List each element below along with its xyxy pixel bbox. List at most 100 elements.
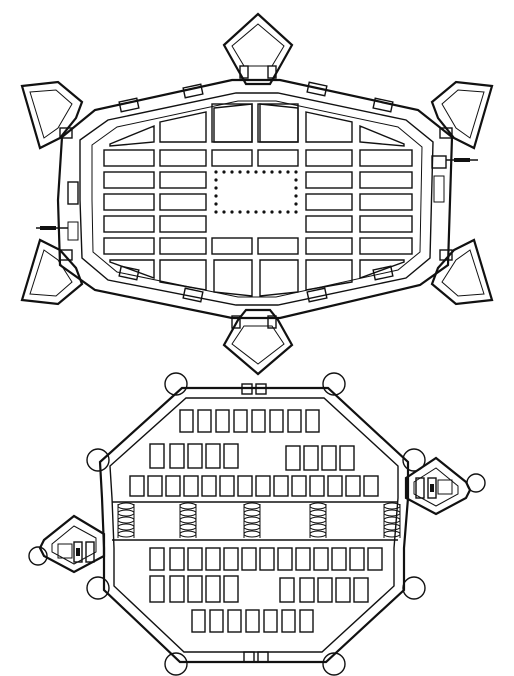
bridge-rung <box>383 523 401 531</box>
city-block <box>257 103 299 143</box>
city-block <box>233 409 248 433</box>
round-tower <box>402 576 426 600</box>
square-marker <box>286 210 290 214</box>
square-marker <box>294 186 298 190</box>
upper-outer-wall <box>56 78 454 320</box>
round-tower <box>322 372 346 396</box>
square-marker <box>254 210 258 214</box>
upper-bastion-right-top <box>430 80 494 150</box>
city-block <box>277 547 293 571</box>
city-block <box>367 547 383 571</box>
city-block <box>257 237 299 255</box>
bridge-rung <box>309 516 327 524</box>
upper-bastion-left-bottom <box>20 238 84 306</box>
city-block <box>295 547 311 571</box>
city-block <box>281 609 296 633</box>
city-block <box>257 149 299 167</box>
city-block <box>321 445 337 471</box>
city-block <box>305 215 353 233</box>
city-block <box>245 609 260 633</box>
city-block <box>201 475 217 497</box>
city-block <box>327 475 343 497</box>
city-block <box>187 443 203 469</box>
city-block <box>259 259 299 297</box>
city-block <box>273 475 289 497</box>
city-block <box>305 237 353 255</box>
square-marker <box>278 170 282 174</box>
bridge-rung <box>383 516 401 524</box>
round-tower <box>86 576 110 600</box>
square-marker <box>238 210 242 214</box>
bridge-rung <box>117 523 135 531</box>
lower-fortress-plan <box>28 372 486 676</box>
city-block <box>317 577 333 603</box>
city-block <box>291 475 307 497</box>
city-block <box>159 171 207 189</box>
city-block <box>223 575 239 603</box>
city-block <box>159 193 207 211</box>
city-block <box>331 547 347 571</box>
city-block <box>215 409 230 433</box>
upper-inner-wall <box>79 92 434 306</box>
city-block <box>359 124 405 147</box>
city-block <box>159 111 207 143</box>
city-block <box>313 547 329 571</box>
city-block <box>241 547 257 571</box>
city-block <box>219 475 235 497</box>
lower-gate-north <box>241 383 267 395</box>
city-block <box>359 171 413 189</box>
city-block <box>103 237 155 255</box>
bridge-rung <box>309 509 327 517</box>
city-block <box>263 609 278 633</box>
lower-inner-wall <box>109 397 399 653</box>
upper-gate-east <box>431 155 478 203</box>
square-marker <box>222 170 226 174</box>
round-tower <box>322 652 346 676</box>
city-block <box>129 475 145 497</box>
city-block <box>339 445 355 471</box>
city-block <box>259 103 299 143</box>
city-block <box>179 409 194 433</box>
city-block <box>147 475 163 497</box>
city-block <box>305 409 320 433</box>
round-tower <box>164 372 188 396</box>
city-block <box>205 575 221 603</box>
upper-bastion-top <box>222 12 294 86</box>
city-block <box>213 259 253 297</box>
square-marker <box>214 202 218 206</box>
square-marker <box>286 170 290 174</box>
upper-wall-guardhouses <box>118 81 394 303</box>
city-block <box>359 193 413 211</box>
bridge-rung <box>117 516 135 524</box>
city-block <box>279 577 295 603</box>
bridge-rung <box>243 516 261 524</box>
city-block <box>335 577 351 603</box>
city-block <box>103 149 155 167</box>
city-block <box>287 409 302 433</box>
round-tower <box>164 652 188 676</box>
city-block <box>305 193 353 211</box>
city-block <box>227 609 242 633</box>
city-block <box>305 171 353 189</box>
square-marker <box>238 170 242 174</box>
city-block <box>103 171 155 189</box>
square-marker <box>262 170 266 174</box>
square-marker <box>294 194 298 198</box>
city-block <box>359 259 405 279</box>
city-block <box>223 443 239 469</box>
city-block <box>149 547 165 571</box>
bridge-rung <box>309 530 327 538</box>
upper-town-blocks <box>103 103 413 297</box>
city-block <box>303 445 319 471</box>
bridge-rung <box>383 530 401 538</box>
bridge-rung <box>117 509 135 517</box>
square-marker <box>214 178 218 182</box>
city-block <box>353 577 369 603</box>
city-block <box>259 547 275 571</box>
square-marker <box>294 178 298 182</box>
upper-rampart-line <box>91 100 423 298</box>
city-block <box>359 237 413 255</box>
square-marker <box>294 170 298 174</box>
